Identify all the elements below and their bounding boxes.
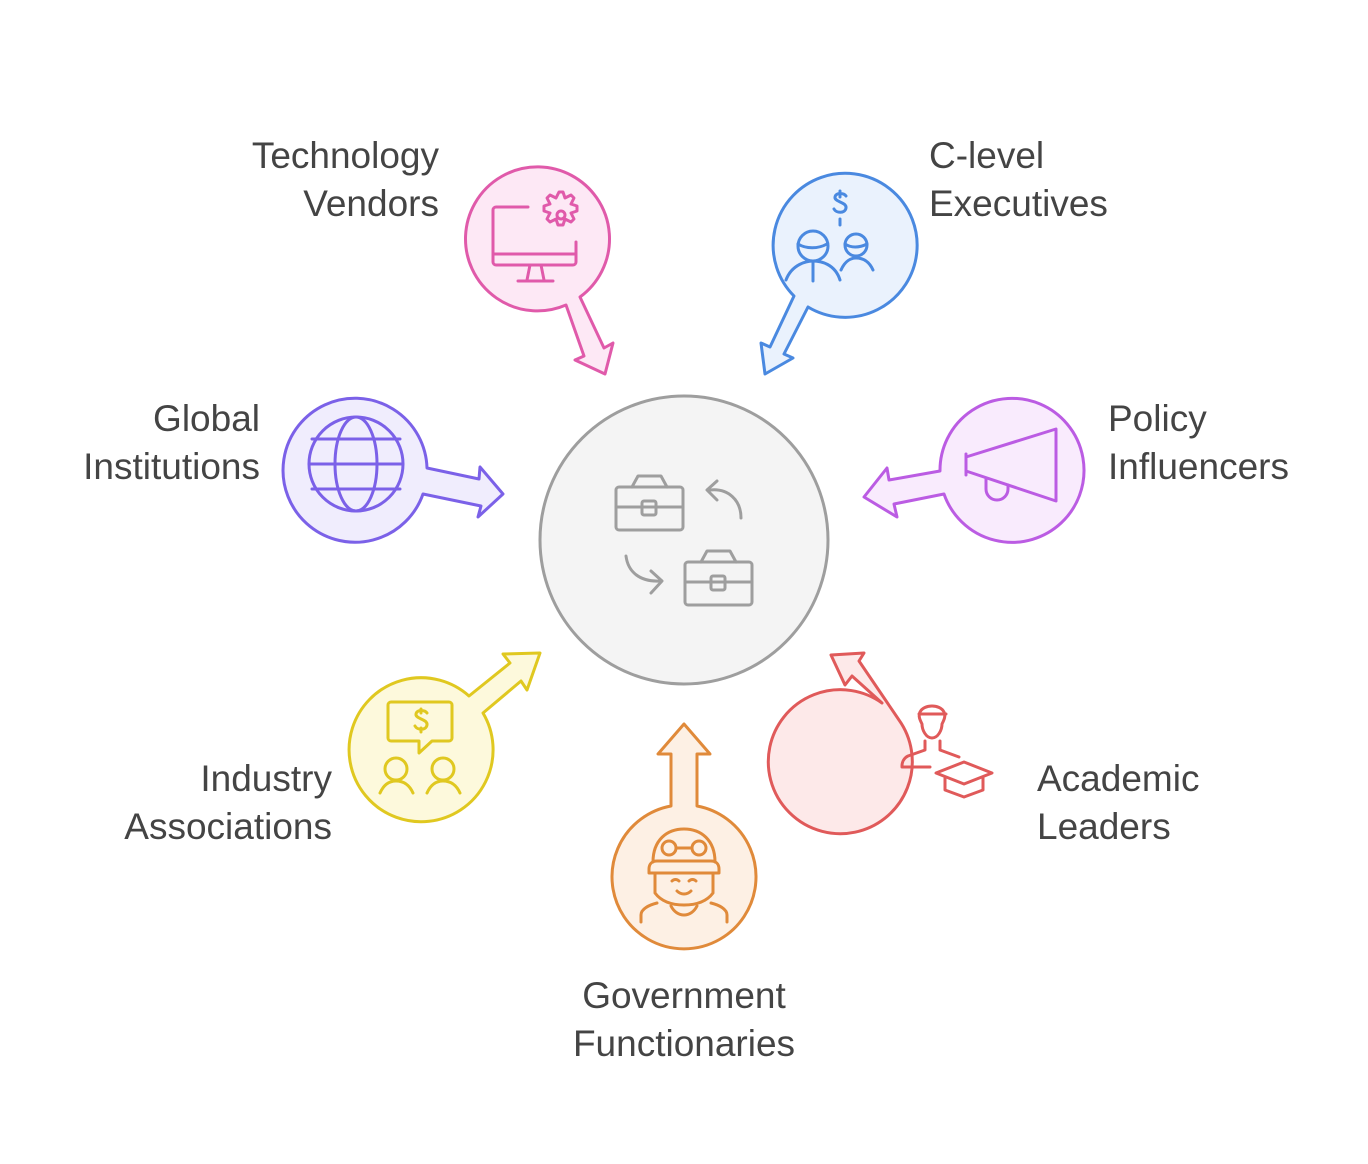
label-industry-associations: Industry Associations xyxy=(124,755,332,851)
label-line: Institutions xyxy=(83,446,260,487)
label-line: Functionaries xyxy=(572,1023,796,1064)
label-government-functionaries: Government Functionaries xyxy=(484,972,884,1068)
center-node xyxy=(538,394,830,686)
node-shape xyxy=(347,651,542,824)
label-line: Leaders xyxy=(1037,806,1171,847)
label-line: Global xyxy=(153,398,260,439)
node-shape xyxy=(759,171,919,376)
node-shape xyxy=(464,165,615,376)
people-chat-dollar-icon xyxy=(378,700,462,795)
globe-icon xyxy=(307,415,405,513)
node-shape xyxy=(862,396,1086,544)
label-technology-vendors: Technology Vendors xyxy=(252,132,439,228)
person-graduation-cap-icon xyxy=(900,704,994,799)
label-academic-leaders: Academic Leaders xyxy=(1037,755,1199,851)
briefcase-exchange-icon xyxy=(614,474,754,607)
computer-gear-icon xyxy=(491,190,579,283)
label-line: Policy xyxy=(1108,398,1207,439)
node-global-institutions xyxy=(281,396,505,544)
center-circle xyxy=(538,394,830,686)
node-academic-leaders xyxy=(766,651,994,836)
label-line: Technology xyxy=(251,135,439,176)
label-line: Executives xyxy=(929,183,1108,224)
node-shape xyxy=(610,722,758,951)
label-line: C-level xyxy=(929,135,1045,176)
megaphone-icon xyxy=(964,427,1058,503)
label-line: Influencers xyxy=(1108,446,1289,487)
label-c-level-executives: C-level Executives xyxy=(929,132,1108,228)
label-line: Academic xyxy=(1037,758,1200,799)
node-policy-influencers xyxy=(862,396,1086,544)
label-line: Government xyxy=(582,975,786,1016)
node-shape xyxy=(766,651,914,836)
soldier-helmet-icon xyxy=(639,827,729,924)
label-policy-influencers: Policy Influencers xyxy=(1108,395,1289,491)
label-line: Vendors xyxy=(303,183,439,224)
node-industry-associations xyxy=(347,651,542,824)
node-c-level-executives xyxy=(759,171,919,376)
node-government-functionaries xyxy=(610,722,758,951)
label-line: Industry xyxy=(200,758,332,799)
people-dollar-icon xyxy=(784,189,875,283)
label-global-institutions: Global Institutions xyxy=(83,395,260,491)
node-shape xyxy=(281,396,505,544)
label-line: Associations xyxy=(124,806,332,847)
node-technology-vendors xyxy=(464,165,615,376)
